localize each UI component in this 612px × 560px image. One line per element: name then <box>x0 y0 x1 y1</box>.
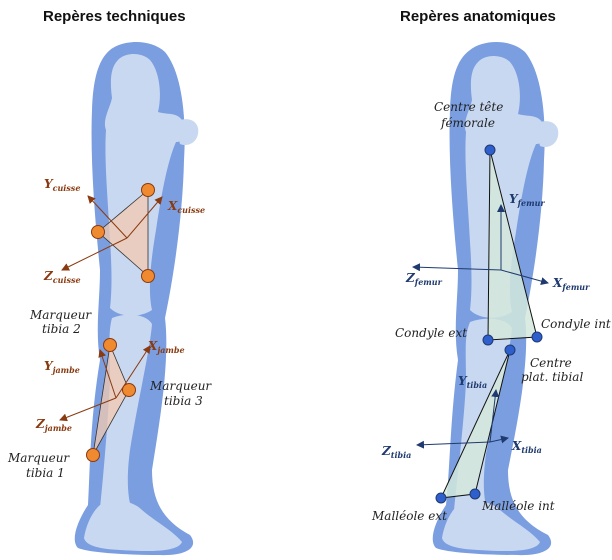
thigh-marker-3 <box>142 270 155 283</box>
label-condyle-ext: Condyle ext <box>395 326 467 340</box>
label-malleole-int: Malléole int <box>481 499 555 513</box>
label-y-jambe: Yjambe <box>44 359 80 375</box>
landmark-condyle-ext <box>483 335 493 345</box>
thigh-marker-1 <box>142 184 155 197</box>
label-z-tibia: Ztibia <box>381 444 411 460</box>
marker-tibia-2 <box>104 339 117 352</box>
landmark-malleole-int <box>470 489 480 499</box>
landmark-malleole-ext <box>436 493 446 503</box>
landmark-condyle-int <box>532 332 542 342</box>
label-condyle-int: Condyle int <box>541 317 611 331</box>
leg-illustration-left <box>75 42 199 555</box>
label-y-cuisse: Ycuisse <box>44 177 80 193</box>
marker-tibia-1 <box>87 449 100 462</box>
label-z-femur: Zfemur <box>405 271 443 287</box>
label-x-cuisse: Xcuisse <box>167 199 205 215</box>
landmark-centre-plat-tibial <box>505 345 515 355</box>
label-z-cuisse: Zcuisse <box>43 269 81 285</box>
thigh-marker-2 <box>92 226 105 239</box>
marker-tibia-3 <box>123 384 136 397</box>
label-z-jambe: Zjambe <box>35 417 72 433</box>
landmark-centre-tete-femorale <box>485 145 495 155</box>
label-x-femur: Xfemur <box>552 276 590 292</box>
label-x-tibia: Xtibia <box>511 439 542 455</box>
label-malleole-ext: Malléole ext <box>371 509 447 523</box>
